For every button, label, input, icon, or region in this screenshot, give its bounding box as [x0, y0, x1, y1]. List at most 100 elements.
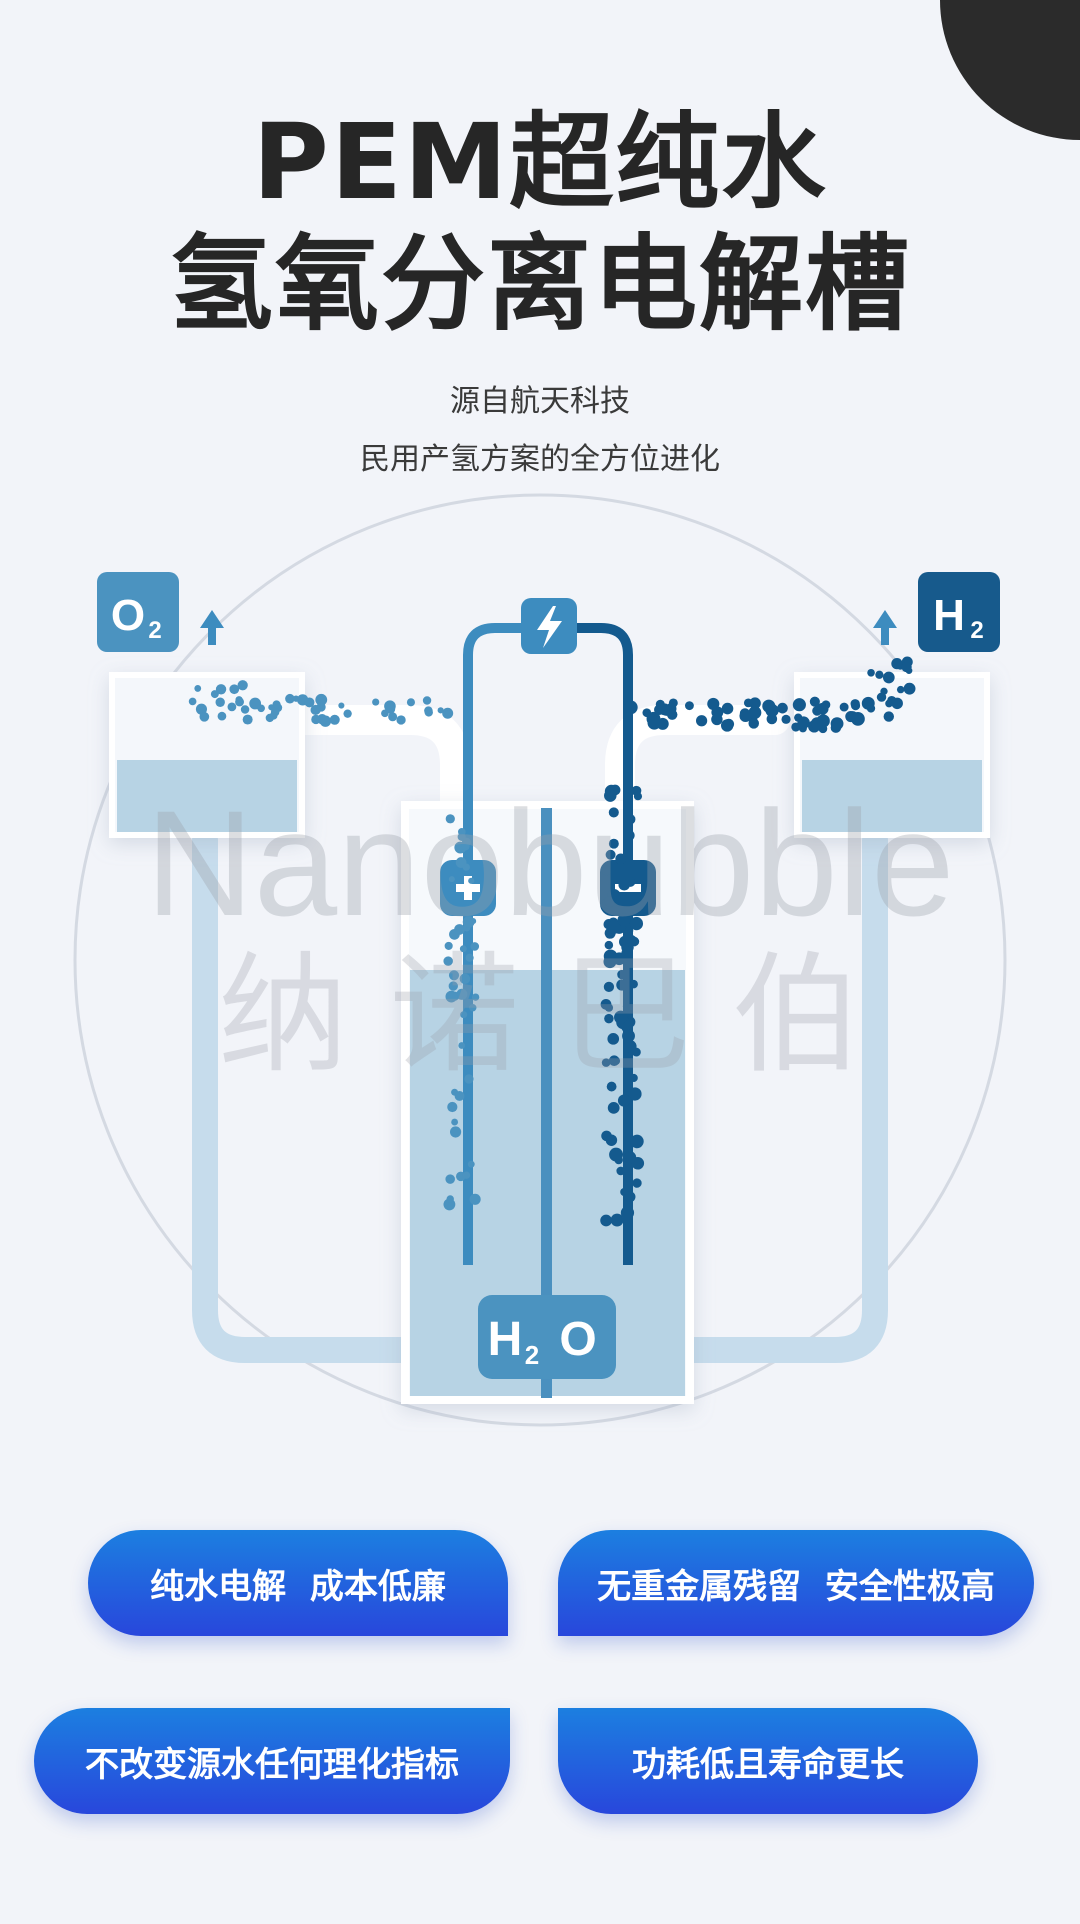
gas-bubble: [743, 698, 753, 708]
svg-text:O: O: [559, 1313, 596, 1366]
gas-bubble: [607, 920, 621, 934]
gas-bubble: [885, 699, 893, 708]
cathode-wire: [571, 623, 633, 1265]
gas-bubble: [781, 714, 791, 724]
gas-bubble: [739, 709, 752, 723]
hydrogen-bubbles: [600, 656, 916, 1227]
gas-bubble: [612, 952, 626, 966]
gas-bubble: [609, 1147, 624, 1162]
gas-bubble: [606, 1081, 617, 1092]
gas-bubble: [666, 709, 678, 720]
gas-bubble: [470, 942, 480, 951]
gas-bubble: [607, 1033, 620, 1045]
gas-bubble: [445, 1174, 455, 1184]
gas-bubble: [385, 704, 396, 714]
gas-bubble: [792, 698, 806, 712]
gas-bubble: [623, 1151, 637, 1164]
gas-bubble: [210, 690, 219, 699]
gas-bubble: [215, 697, 225, 707]
left-gas-pipe: [285, 705, 470, 825]
gas-bubble: [372, 698, 380, 706]
gas-bubble: [446, 1195, 454, 1203]
gas-bubble: [457, 832, 466, 841]
gas-bubble: [451, 1118, 459, 1126]
gas-bubble: [464, 1074, 474, 1084]
svg-text:H: H: [933, 591, 965, 640]
gas-bubble: [875, 670, 884, 679]
gas-bubble: [604, 896, 616, 907]
gas-bubble: [810, 717, 824, 730]
gas-bubble: [465, 953, 474, 962]
gas-bubble: [601, 865, 612, 876]
gas-bubble: [604, 1013, 614, 1024]
oxygen-label: O 2: [97, 572, 179, 652]
gas-bubble: [620, 1187, 629, 1197]
gas-bubble: [285, 693, 295, 704]
svg-text:H: H: [488, 1313, 523, 1366]
gas-bubble: [467, 1160, 475, 1168]
gas-bubble: [468, 877, 475, 884]
membrane: [541, 808, 552, 1398]
gas-bubble: [668, 698, 678, 708]
gas-bubble: [625, 876, 636, 887]
gas-bubble: [311, 714, 321, 725]
gas-bubble: [469, 1193, 481, 1205]
gas-bubble: [455, 857, 467, 868]
gas-bubble: [343, 709, 352, 718]
gas-bubble: [237, 680, 248, 691]
gas-bubble: [459, 973, 471, 985]
gas-bubble: [292, 695, 300, 702]
watermark-chinese: 纳 诺 巴 伯: [218, 939, 862, 1091]
gas-bubble: [867, 668, 875, 677]
hydrogen-label: H 2: [918, 572, 1000, 652]
gas-bubble: [215, 684, 227, 695]
gas-bubble: [830, 717, 844, 731]
gas-bubble: [629, 916, 644, 931]
gas-bubble: [891, 657, 903, 670]
title-line-2: 氢氧分离电解槽: [168, 223, 911, 345]
gas-bubble: [462, 1171, 471, 1179]
gas-bubble: [623, 1095, 632, 1105]
gas-bubble: [762, 699, 776, 713]
gas-bubble: [617, 969, 627, 980]
gas-bubble: [242, 714, 253, 725]
gas-bubble: [272, 700, 281, 709]
gas-bubble: [797, 716, 810, 729]
subtitle-line-1: 源自航天科技: [450, 384, 630, 419]
gas-bubble: [629, 1073, 638, 1082]
gas-bubble: [607, 1101, 620, 1114]
gas-bubble: [626, 934, 637, 946]
gas-bubble: [396, 715, 406, 725]
gas-bubble: [616, 1166, 626, 1176]
gas-bubble: [424, 708, 433, 717]
gas-bubble: [445, 990, 458, 1003]
gas-bubble: [470, 918, 477, 925]
gas-bubble: [338, 702, 345, 709]
anode-wire: [463, 623, 525, 1265]
gas-bubble: [608, 838, 619, 849]
gas-bubble: [443, 956, 453, 966]
gas-bubble: [188, 697, 197, 706]
gas-bubble: [601, 1058, 611, 1067]
gas-bubble: [616, 979, 628, 991]
gas-bubble: [867, 704, 874, 711]
gas-bubble: [623, 1040, 637, 1053]
feature-pill-2: 无重金属残留 安全性极高: [558, 1530, 1034, 1636]
gas-bubble: [604, 789, 617, 802]
right-return-pipe: [662, 827, 888, 1363]
gas-bubble: [629, 979, 638, 989]
oxygen-bubbles: [188, 680, 481, 1211]
gas-bubble: [623, 830, 635, 841]
gas-bubble: [624, 1122, 633, 1132]
gas-bubble: [444, 941, 453, 950]
gas-bubble: [437, 707, 444, 714]
gas-bubble: [406, 698, 415, 707]
gas-bubble: [195, 703, 208, 715]
feature-pill-3: 不改变源水任何理化指标: [34, 1708, 510, 1814]
gas-bubble: [903, 682, 916, 695]
gas-bubble: [315, 693, 328, 706]
gas-bubble: [448, 970, 460, 981]
gas-bubble: [809, 696, 820, 707]
gas-bubble: [449, 1126, 462, 1138]
electrolysis-diagram: O 2 H 2 H 2 O Nanobubble 纳 诺 巴 伯: [73, 493, 1007, 1427]
